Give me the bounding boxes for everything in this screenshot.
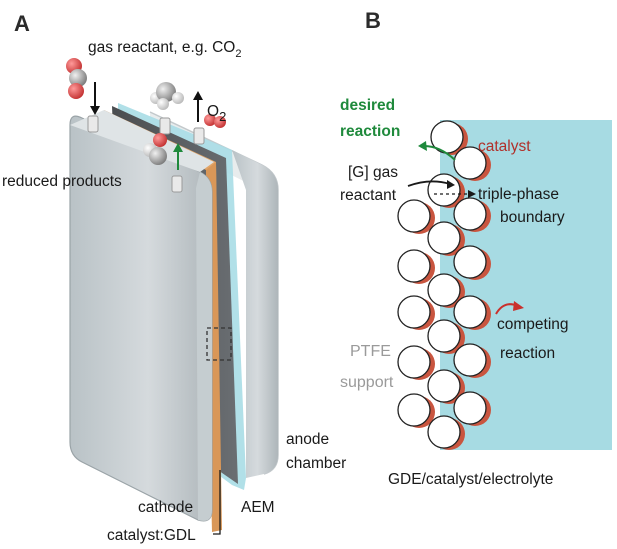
label-reaction-2: reaction [500, 345, 555, 362]
label-o2: O2 [207, 103, 226, 124]
label-support: support [340, 374, 394, 391]
ptfe-particle [427, 415, 461, 449]
ptfe-particle [453, 343, 487, 377]
desired-reaction-arrowhead [418, 141, 427, 151]
label-catalyst-gdl: catalyst:GDL [107, 527, 196, 544]
label-gas: [G] gas [348, 164, 398, 181]
label-reaction: reaction [340, 123, 400, 140]
product-molecule-icon [150, 82, 184, 110]
ptfe-particle [453, 197, 487, 231]
ptfe-particle [397, 249, 431, 283]
label-cathode: cathode [138, 499, 193, 516]
label-desired: desired [340, 97, 395, 114]
ptfe-particle [397, 199, 431, 233]
ptfe-particle [427, 319, 461, 353]
label-reactant: reactant [340, 187, 397, 204]
tpb-pointer-head [468, 190, 476, 198]
ptfe-particle [427, 221, 461, 255]
label-reduced-products: reduced products [2, 173, 122, 190]
ports [87, 115, 205, 193]
flow-arrows [90, 82, 203, 170]
ptfe-particle [397, 393, 431, 427]
desired-reaction-arrow [423, 145, 456, 161]
ptfe-particle [427, 273, 461, 307]
ptfe-particle [453, 391, 487, 425]
label-gas-reactant: gas reactant, e.g. CO2 [88, 39, 241, 60]
anode-housing [149, 111, 279, 478]
o2-molecule-icon [204, 114, 226, 128]
ptfe-particle [427, 173, 461, 207]
panel-label-a: A [14, 11, 30, 36]
gas-arrowhead [447, 180, 455, 189]
gde-particles [397, 120, 491, 450]
electrolyzer-cell [66, 58, 279, 532]
label-gde-caption: GDE/catalyst/electrolyte [388, 471, 553, 488]
competing-arrowhead [513, 301, 524, 311]
label-catalyst: catalyst [478, 138, 531, 155]
label-chamber: chamber [286, 455, 346, 472]
label-aem: AEM [241, 499, 275, 516]
label-ptfe: PTFE [350, 343, 391, 360]
co2-molecule-icon [66, 58, 87, 99]
label-anode: anode [286, 431, 329, 448]
label-boundary: boundary [500, 209, 565, 226]
ptfe-particle [453, 245, 487, 279]
panel-label-b: B [365, 8, 381, 33]
catalyst-gdl-leader-line [213, 470, 221, 535]
ptfe-particle [397, 345, 431, 379]
ptfe-particle [397, 295, 431, 329]
label-competing: competing [497, 316, 569, 333]
cathode-housing [69, 110, 214, 522]
label-triple-phase: triple-phase [478, 186, 559, 203]
gas-arrow [407, 180, 451, 187]
ptfe-particle [453, 146, 487, 180]
reduced-product-molecule-icon [143, 133, 167, 165]
ptfe-particle [453, 295, 487, 329]
ptfe-particle [427, 369, 461, 403]
